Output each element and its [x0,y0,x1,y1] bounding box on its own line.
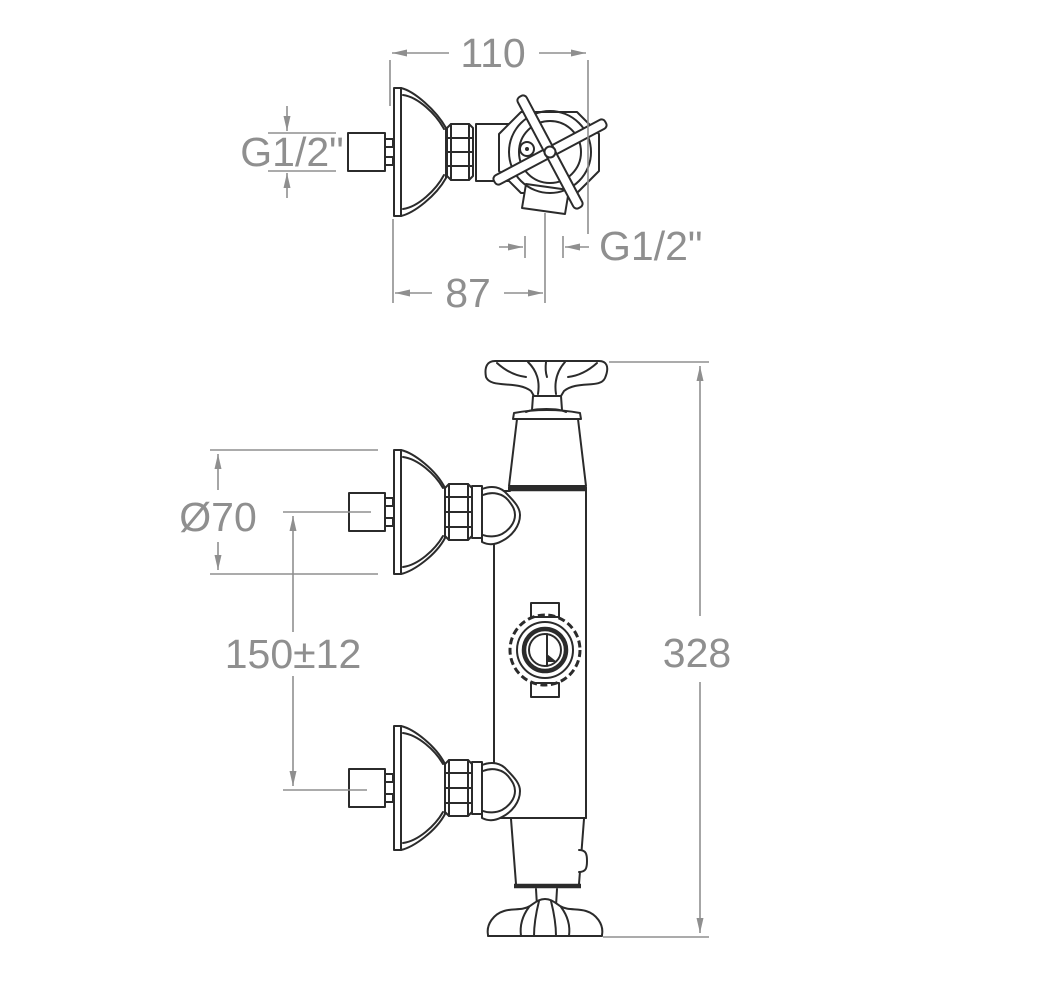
dim-front-escutcheon-dia-label: Ø70 [179,494,257,540]
front-bonnet [508,395,587,492]
dim-top-outlet-thread: G1/2" [499,223,702,269]
top-cross-handle [492,94,608,210]
front-lower-union [348,725,521,851]
top-union-nut [446,123,474,181]
top-inlet-tab-upper [384,138,394,148]
dim-top-outlet-thread-label: G1/2" [599,223,702,269]
handle-ring-outer [508,110,592,194]
upper-elbow [481,485,521,546]
front-view: Ø70 150±12 328 [179,360,731,938]
dim-front-spacing: 150±12 [225,511,371,791]
top-outlet-stub [521,183,570,215]
top-inlet-square [347,132,386,172]
front-bottom-assembly [486,818,604,937]
dim-top-inlet-thread: G1/2" [240,106,344,198]
handle-ring-inner [518,120,582,184]
top-escutcheon [393,87,447,217]
port-knurled-ring [508,613,582,687]
dim-front-escutcheon-dia: Ø70 [179,449,378,575]
bottom-side-tab [578,849,588,873]
dim-top-width: 110 [389,30,589,234]
front-upper-union [348,449,521,575]
bottom-handle [486,898,604,937]
lower-elbow [481,761,521,822]
top-screw-center [525,147,529,151]
dim-top-inlet-thread-label: G1/2" [240,129,343,175]
handle-hub [543,145,557,159]
front-top-handle [484,360,609,397]
dim-top-width-label: 110 [460,30,525,76]
top-inlet-tab-lower [384,156,394,166]
dim-front-height: 328 [603,361,731,938]
lower-inlet-square [348,768,386,808]
dim-top-depth-label: 87 [445,270,491,316]
front-outlet-port [508,602,582,698]
dim-front-spacing-label: 150±12 [225,631,362,677]
top-view: 110 G1/2" 87 G1/2" [240,30,702,316]
dim-top-depth: 87 [392,213,546,316]
dim-front-height-label: 328 [663,630,731,676]
